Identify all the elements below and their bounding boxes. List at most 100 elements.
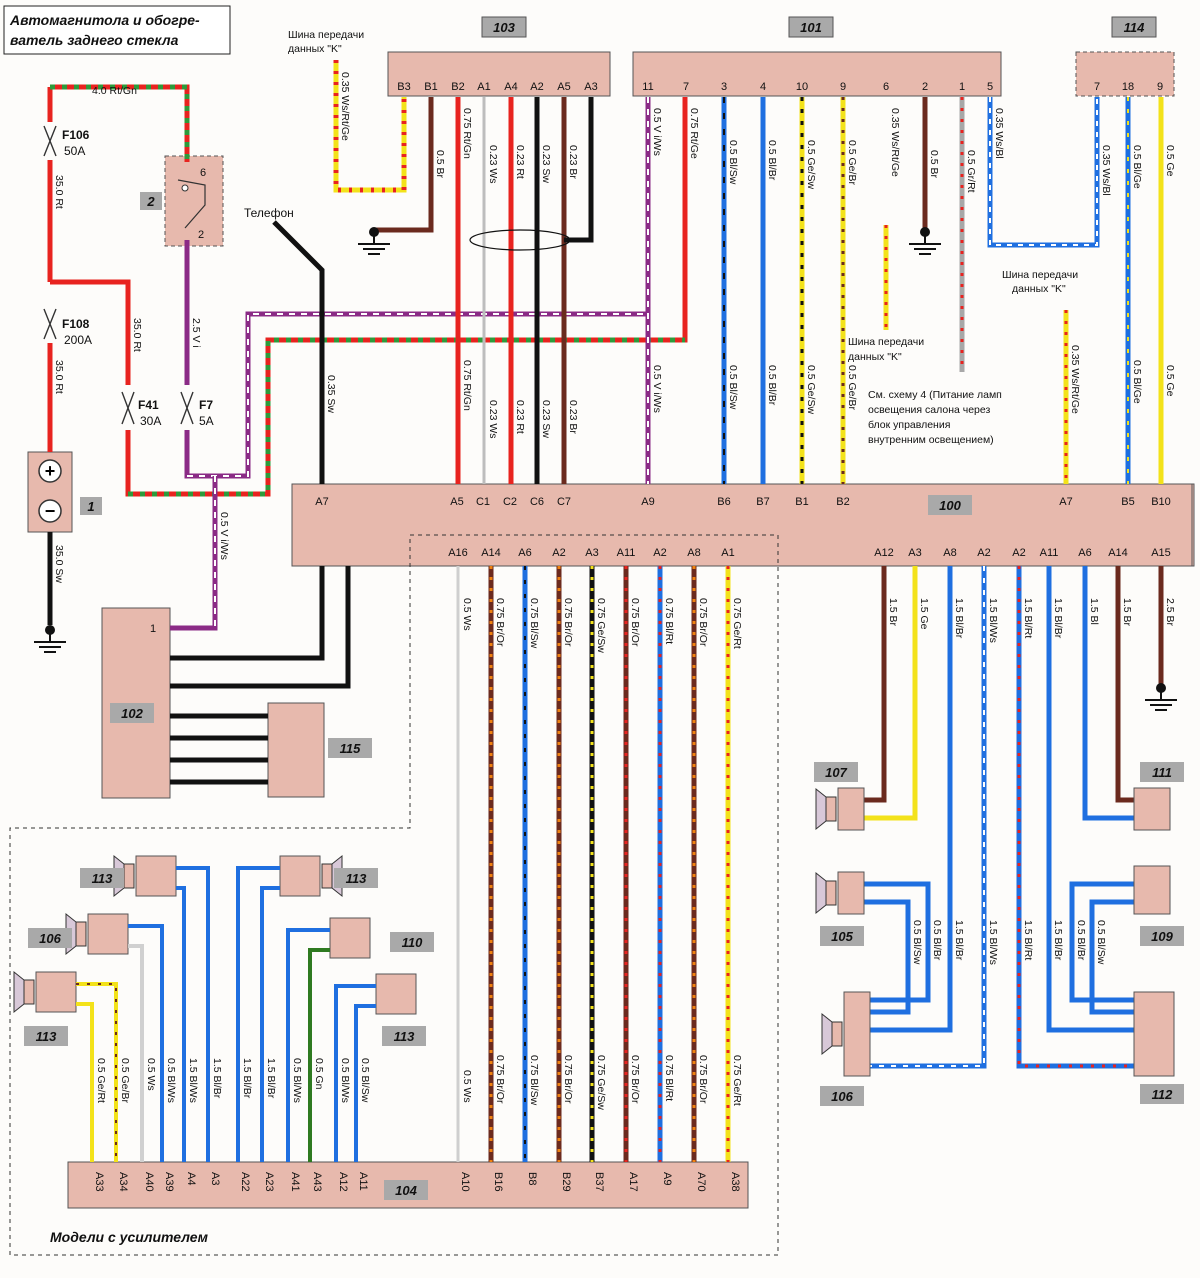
svg-text:B16: B16 xyxy=(492,1172,504,1192)
svg-text:0.75 Br/Or: 0.75 Br/Or xyxy=(629,598,641,647)
svg-text:0.75 Rt/Ge: 0.75 Rt/Ge xyxy=(688,108,700,159)
svg-text:113: 113 xyxy=(394,1029,415,1044)
svg-text:A11: A11 xyxy=(1040,547,1059,559)
svg-text:1.5 Bl/Br: 1.5 Bl/Br xyxy=(1052,598,1064,639)
svg-text:9: 9 xyxy=(840,81,846,93)
footer-label: Модели с усилителем xyxy=(50,1229,209,1245)
svg-text:данных "K": данных "K" xyxy=(288,43,342,55)
svg-text:5A: 5A xyxy=(199,414,214,428)
svg-text:1: 1 xyxy=(87,499,94,514)
svg-text:0.5 Ws: 0.5 Ws xyxy=(145,1058,157,1091)
svg-text:Шина передачи: Шина передачи xyxy=(288,29,364,41)
svg-text:F106: F106 xyxy=(62,128,90,142)
svg-text:C1: C1 xyxy=(476,496,490,508)
svg-text:35.0 Rt: 35.0 Rt xyxy=(131,318,143,352)
label-103: 103 xyxy=(493,20,515,35)
svg-text:0.5 Bl/Sw: 0.5 Bl/Sw xyxy=(727,140,739,185)
svg-text:A17: A17 xyxy=(627,1172,639,1192)
svg-text:A8: A8 xyxy=(687,547,700,559)
svg-text:107: 107 xyxy=(825,765,847,780)
svg-text:0.23 Rt: 0.23 Rt xyxy=(514,145,526,179)
svg-text:0.75 Bl/Rt: 0.75 Bl/Rt xyxy=(663,598,675,644)
svg-text:1.5 Ge: 1.5 Ge xyxy=(918,598,930,630)
svg-text:блок управления: блок управления xyxy=(868,419,950,431)
label-101: 101 xyxy=(800,20,822,35)
svg-text:B8: B8 xyxy=(526,1172,538,1185)
right-speaker-wires xyxy=(862,566,1164,1069)
label-100: 100 xyxy=(939,498,961,513)
svg-text:0.75 Br/Or: 0.75 Br/Or xyxy=(697,598,709,647)
svg-text:1.5 Bl/Br: 1.5 Bl/Br xyxy=(953,598,965,639)
svg-text:0.75 Ge/Rt: 0.75 Ge/Rt xyxy=(731,598,743,649)
component-101: 101 11 7 3 4 10 9 6 2 1 5 xyxy=(632,16,1002,97)
svg-text:внутренним освещением): внутренним освещением) xyxy=(868,434,994,446)
svg-text:F7: F7 xyxy=(199,398,213,412)
svg-text:0.5 Br: 0.5 Br xyxy=(434,150,446,179)
svg-text:0.5 Ws: 0.5 Ws xyxy=(461,1070,473,1103)
svg-text:0.5 Gn: 0.5 Gn xyxy=(313,1058,325,1090)
svg-text:B3: B3 xyxy=(397,81,410,93)
svg-text:113: 113 xyxy=(346,871,367,886)
svg-text:104: 104 xyxy=(395,1183,417,1198)
svg-text:A34: A34 xyxy=(117,1172,129,1192)
svg-text:18: 18 xyxy=(1122,81,1134,93)
svg-text:0.75 Br/Or: 0.75 Br/Or xyxy=(494,598,506,647)
svg-text:Шина передачи: Шина передачи xyxy=(1002,269,1078,281)
svg-text:0.5 Bl/Br: 0.5 Bl/Br xyxy=(1075,920,1087,961)
wires-104 xyxy=(456,566,731,1162)
svg-text:0.75 Rt/Gn: 0.75 Rt/Gn xyxy=(461,360,473,411)
svg-text:0.5 Br: 0.5 Br xyxy=(928,150,940,179)
svg-text:См. схему 4 (Питание ламп: См. схему 4 (Питание ламп xyxy=(868,389,1002,401)
svg-text:A5: A5 xyxy=(557,81,570,93)
svg-text:6: 6 xyxy=(883,81,889,93)
svg-text:Телефон: Телефон xyxy=(244,206,294,220)
svg-text:A9: A9 xyxy=(661,1172,673,1185)
svg-text:B1: B1 xyxy=(795,496,808,508)
svg-text:0.23 Ws: 0.23 Ws xyxy=(487,400,499,439)
svg-text:0.5 Ws: 0.5 Ws xyxy=(461,598,473,631)
svg-text:0.5 Ge/Br: 0.5 Ge/Br xyxy=(846,140,858,185)
svg-text:A11: A11 xyxy=(617,547,636,559)
svg-text:0.5 Bl/Ge: 0.5 Bl/Ge xyxy=(1131,360,1143,404)
svg-text:0.5 V i/Ws: 0.5 V i/Ws xyxy=(218,512,230,560)
svg-text:0.5 Bl/Sw: 0.5 Bl/Sw xyxy=(1095,920,1107,965)
right-speakers: 107 111 105 109 106 112 xyxy=(814,762,1184,1106)
svg-text:1.5 Bl/Ws: 1.5 Bl/Ws xyxy=(987,598,999,643)
svg-text:0.75 Br/Or: 0.75 Br/Or xyxy=(562,598,574,647)
svg-text:A4: A4 xyxy=(504,81,517,93)
svg-text:5: 5 xyxy=(987,81,993,93)
svg-text:0.5 Bl/Ws: 0.5 Bl/Ws xyxy=(291,1058,303,1103)
svg-text:A6: A6 xyxy=(518,547,531,559)
svg-text:3: 3 xyxy=(721,81,727,93)
svg-text:4: 4 xyxy=(760,81,766,93)
svg-text:0.5 Bl/Ws: 0.5 Bl/Ws xyxy=(165,1058,177,1103)
svg-text:A2: A2 xyxy=(1012,547,1025,559)
svg-text:B29: B29 xyxy=(560,1172,572,1192)
amp-speaker-wires xyxy=(76,866,376,1162)
wires-101 xyxy=(645,97,1164,484)
svg-text:111: 111 xyxy=(1152,765,1172,780)
svg-text:102: 102 xyxy=(121,706,143,721)
svg-text:B1: B1 xyxy=(424,81,437,93)
svg-text:A12: A12 xyxy=(874,547,894,559)
svg-text:0.75 Br/Or: 0.75 Br/Or xyxy=(562,1055,574,1104)
svg-text:1: 1 xyxy=(150,623,156,635)
svg-text:Шина передачи: Шина передачи xyxy=(848,336,924,348)
svg-text:A2: A2 xyxy=(977,547,990,559)
svg-text:106: 106 xyxy=(39,931,61,946)
svg-text:1.5 Bl/Br: 1.5 Bl/Br xyxy=(241,1058,253,1099)
svg-text:0.5 Ge: 0.5 Ge xyxy=(1164,365,1176,397)
svg-text:1.5 Bl/Rt: 1.5 Bl/Rt xyxy=(1022,920,1034,960)
svg-text:109: 109 xyxy=(1151,929,1173,944)
svg-text:1.5 Bl/Ws: 1.5 Bl/Ws xyxy=(187,1058,199,1103)
svg-text:+: + xyxy=(45,461,56,481)
svg-text:1.5 Bl/Ws: 1.5 Bl/Ws xyxy=(987,920,999,965)
svg-text:F108: F108 xyxy=(62,317,90,331)
component-102: 102 1 xyxy=(101,607,171,799)
svg-text:A9: A9 xyxy=(641,496,654,508)
title-line-1: Автомагнитола и обогре- xyxy=(9,12,200,28)
title-box: Автомагнитола и обогре- ватель заднего с… xyxy=(3,5,231,55)
svg-text:0.75 Rt/Gn: 0.75 Rt/Gn xyxy=(461,108,473,159)
svg-text:0.5 Ge: 0.5 Ge xyxy=(1164,145,1176,177)
svg-text:0.75 Bl/Sw: 0.75 Bl/Sw xyxy=(528,598,540,649)
